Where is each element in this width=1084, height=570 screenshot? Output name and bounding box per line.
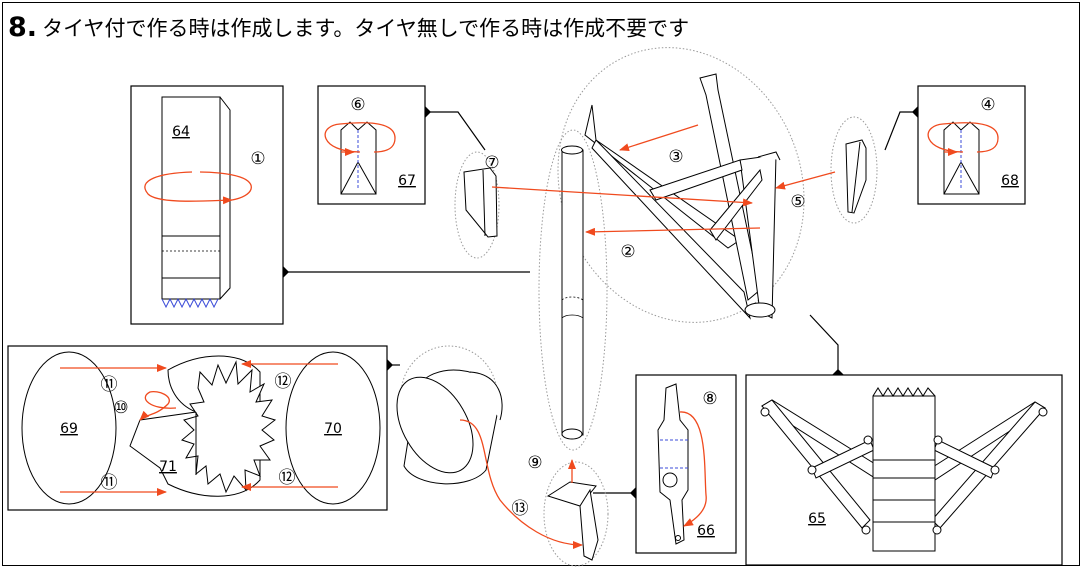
step-label-12-bottom: ⑫ [279, 468, 296, 488]
assembly-arrows [491, 124, 836, 483]
page-title: 8. タイヤ付で作る時は作成します。タイヤ無しで作る時は作成不要です [8, 12, 690, 43]
part-number-66: 66 [697, 523, 715, 539]
part-number-70: 70 [324, 421, 342, 437]
side-piece-left [463, 167, 498, 238]
part-number-65: 65 [808, 511, 826, 527]
part-number-64: 64 [172, 124, 190, 140]
part-65-panel: 65 [745, 374, 1063, 566]
wheel-ring [396, 369, 503, 485]
step-label-5: ⑤ [790, 192, 805, 212]
side-piece-right [845, 139, 867, 214]
part-number-69: 69 [60, 421, 78, 437]
step-label-2: ② [620, 242, 635, 262]
part-number-71: 71 [159, 459, 177, 475]
step-label-12-top: ⑫ [275, 372, 292, 392]
step-label-6: ⑥ [350, 95, 365, 115]
part-number-68: 68 [1001, 173, 1019, 189]
hub-piece [546, 481, 599, 561]
tire-assembly-panel: 69 70 71 ⑪ ⑪ ⑩ ⑫ ⑫ [7, 345, 388, 511]
part-66-panel: ⑧ 66 [635, 374, 737, 554]
connector-lines [283, 111, 918, 494]
step-number: 8. [8, 12, 38, 43]
step-label-7: ⑦ [484, 153, 499, 173]
part-number-67: 67 [398, 173, 416, 189]
step-label-10: ⑩ [113, 398, 128, 418]
step-label-11-top: ⑪ [101, 375, 118, 395]
part-67-panel: ⑥ 67 [317, 85, 426, 205]
step-label-8: ⑧ [702, 389, 717, 409]
part-68-panel: ④ 68 [917, 85, 1026, 205]
step-label-13: ⑬ [512, 499, 529, 519]
step-label-9: ⑨ [527, 453, 542, 473]
step-label-4: ④ [980, 95, 995, 115]
central-column [561, 145, 584, 440]
frame-assembly [584, 73, 781, 320]
part-64-panel: 64 ① [130, 85, 284, 325]
step-label-1: ① [250, 149, 265, 169]
instruction-text: タイヤ付で作る時は作成します。タイヤ無しで作る時は作成不要です [42, 16, 690, 41]
step-label-11-bottom: ⑪ [101, 473, 118, 493]
step-label-3: ③ [668, 147, 683, 167]
arrow-13 [459, 419, 583, 549]
